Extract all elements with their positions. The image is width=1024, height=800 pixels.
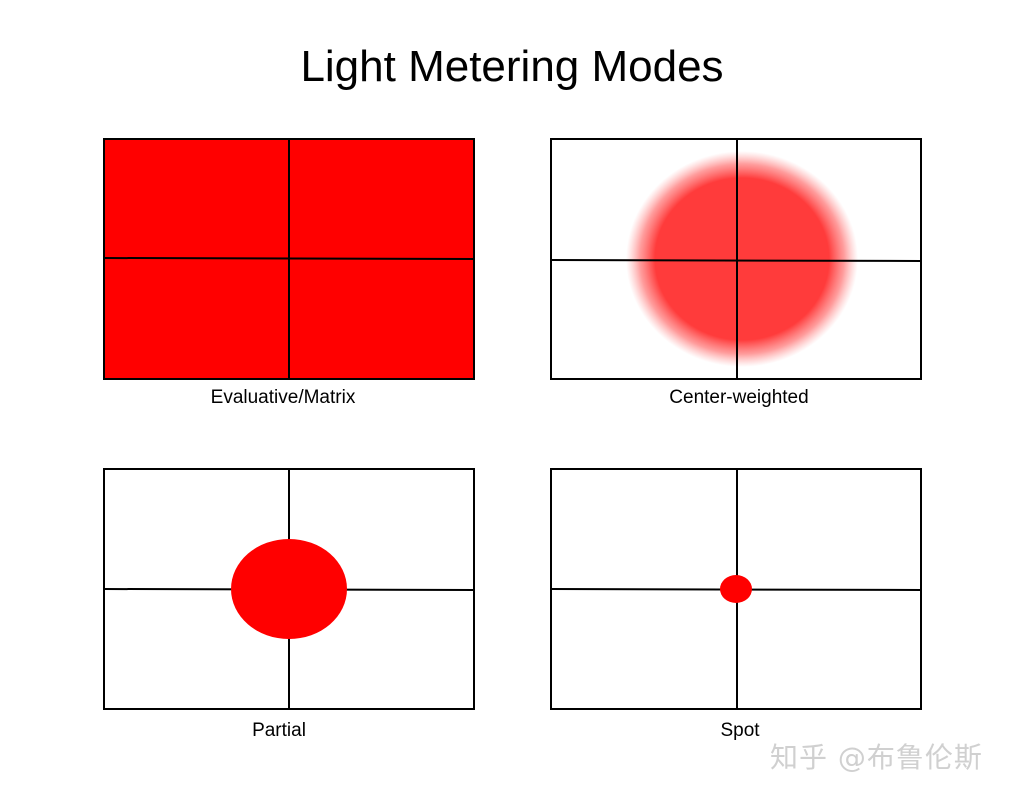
frame-border	[103, 138, 475, 380]
horizontal-gridline	[103, 257, 475, 260]
frame-border	[550, 138, 922, 380]
horizontal-gridline	[550, 259, 922, 262]
frame-border	[103, 468, 475, 710]
center-weighted-frame	[550, 138, 922, 380]
metered-area-partial	[231, 539, 347, 639]
page-title: Light Metering Modes	[300, 42, 724, 91]
metered-area-spot	[720, 575, 752, 603]
panel-spot	[550, 468, 922, 710]
panel-partial	[103, 468, 475, 710]
panel-evaluative-matrix	[103, 138, 475, 380]
caption-center-weighted: Center-weighted	[669, 387, 809, 408]
spot-frame	[550, 468, 922, 710]
partial-frame	[103, 468, 475, 710]
frame-border	[550, 468, 922, 710]
evaluative-matrix-frame	[103, 138, 475, 380]
caption-evaluative-matrix: Evaluative/Matrix	[210, 387, 356, 408]
panel-center-weighted	[550, 138, 922, 380]
watermark-text: 知乎 @布鲁伦斯	[770, 741, 983, 774]
caption-spot: Spot	[720, 720, 760, 741]
metered-area-soft-center	[626, 151, 858, 367]
caption-partial: Partial	[252, 720, 306, 741]
